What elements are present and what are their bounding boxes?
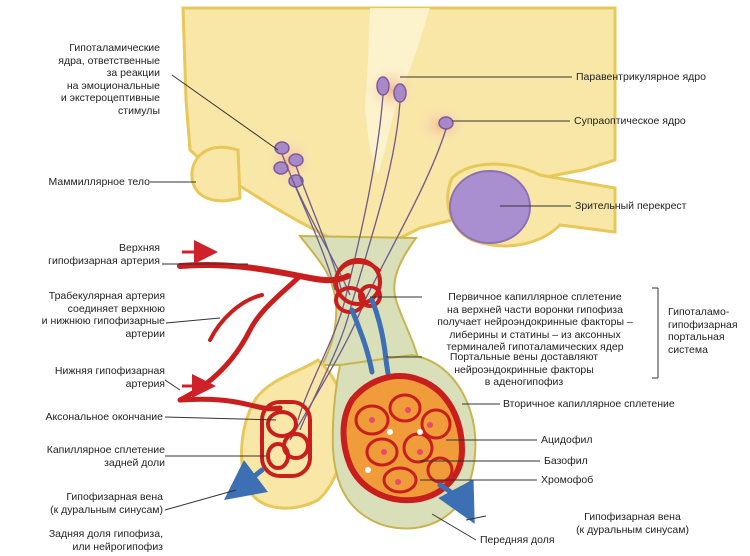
label-posterior-plexus: Капиллярное сплетение задней доли bbox=[10, 444, 165, 469]
label-paraventricular: Паравентрикулярное ядро bbox=[576, 71, 746, 84]
label-hypophyseal-vein-right: Гипофизарная вена (к дуральным синусам) bbox=[540, 511, 725, 536]
supraoptic-neurons bbox=[439, 117, 453, 129]
label-optic-chiasm: Зрительный перекрест bbox=[575, 200, 745, 213]
label-hypothalamic-nuclei: Гипоталамические ядра, ответственные за … bbox=[10, 42, 160, 117]
optic-chiasm bbox=[450, 171, 530, 243]
label-axon-terminal: Аксональное окончание bbox=[5, 411, 163, 424]
label-secondary-plexus: Вторичное капиллярное сплетение bbox=[503, 398, 713, 411]
mammillary-body bbox=[192, 147, 240, 200]
label-hypophyseal-vein-left: Гипофизарная вена (к дуральным синусам) bbox=[5, 491, 163, 516]
label-basophil: Базофил bbox=[544, 455, 664, 468]
label-anterior-lobe: Передняя доля bbox=[480, 534, 590, 547]
label-chromophobe: Хромофоб bbox=[541, 474, 661, 487]
label-superior-artery: Верхняя гипофизарная артерия bbox=[10, 242, 160, 267]
label-inferior-artery: Нижняя гипофизарная артерия bbox=[10, 365, 165, 390]
secondary-capillary-plexus bbox=[344, 376, 463, 500]
label-primary-plexus: Первичное капиллярное сплетение на верхн… bbox=[420, 291, 650, 354]
label-posterior-lobe: Задняя доля гипофиза, или нейрогипофиз bbox=[5, 528, 163, 553]
label-portal-veins: Портальные вены доставляют нейроэндокрин… bbox=[424, 351, 624, 389]
label-supraoptic: Супраоптическое ядро bbox=[574, 115, 744, 128]
label-portal-system: Гипоталамо- гипофизарная портальная сист… bbox=[668, 306, 748, 356]
label-acidophil: Ацидофил bbox=[541, 434, 661, 447]
label-trabecular-artery: Трабекулярная артерия соединяет верхнюю … bbox=[5, 290, 165, 340]
label-mammillary-body: Маммиллярное тело bbox=[20, 176, 150, 189]
